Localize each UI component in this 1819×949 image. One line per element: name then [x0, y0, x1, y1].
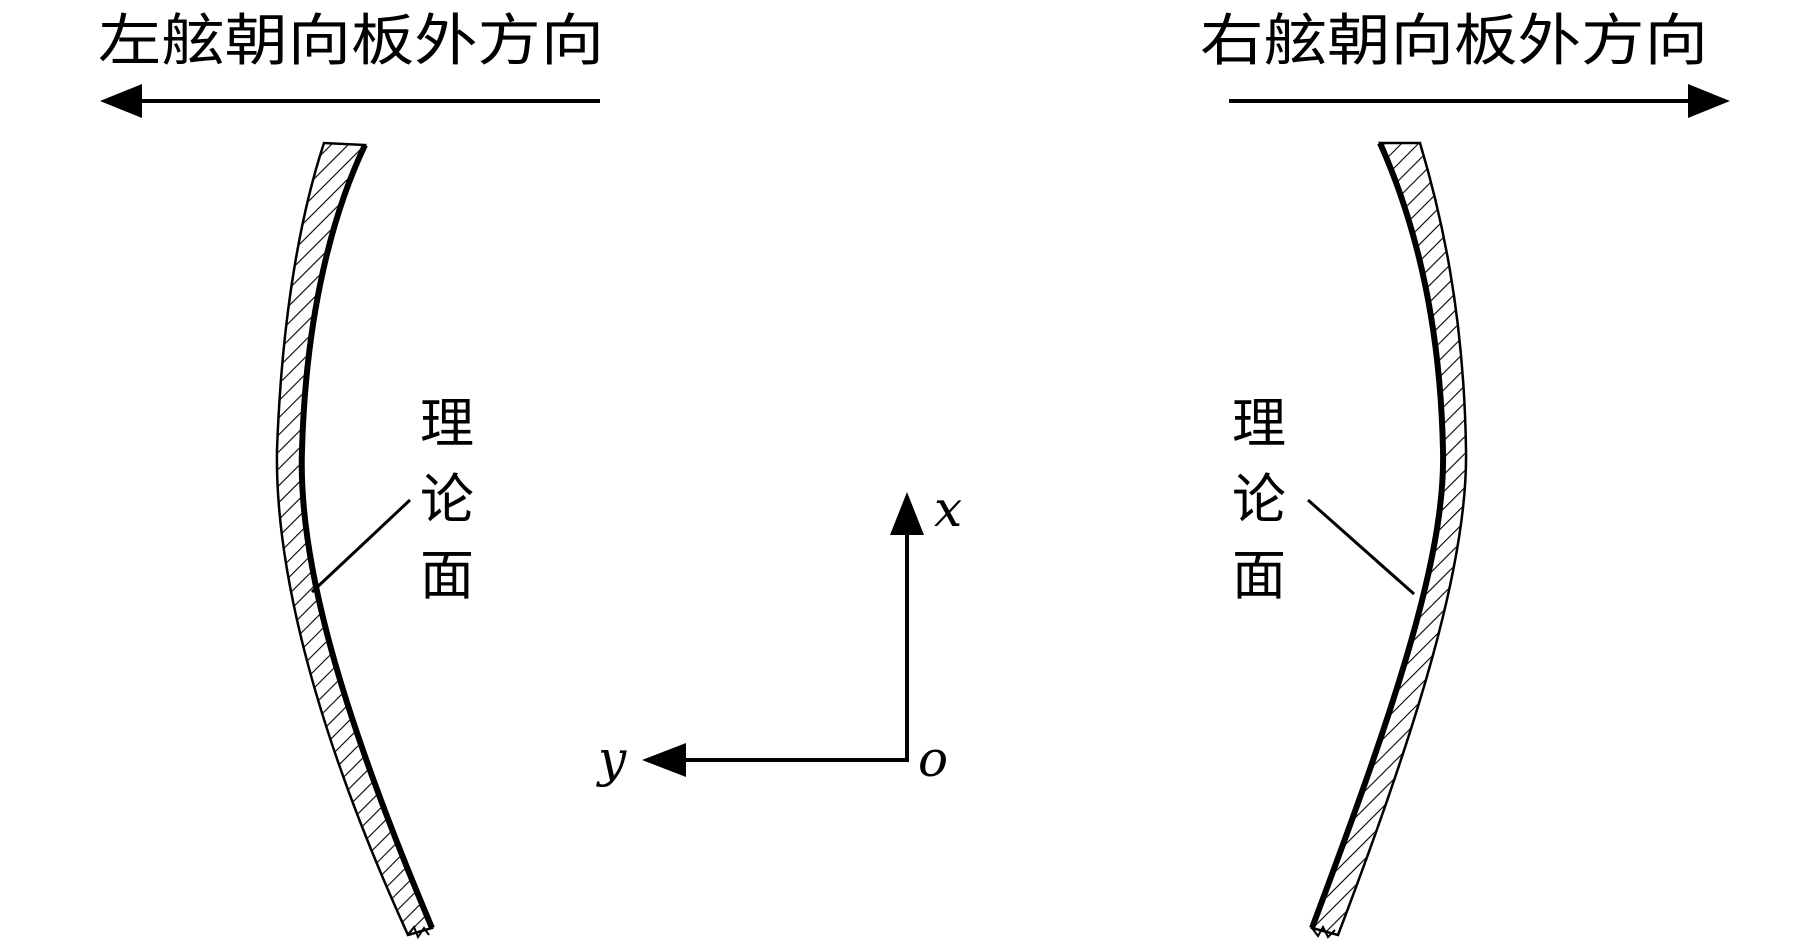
- left-hull-plate: [275, 141, 435, 940]
- left-theory-surface-line: [298, 143, 435, 930]
- y-axis-label: y: [596, 730, 627, 788]
- right-plate-break-edge: [1311, 924, 1336, 939]
- coordinate-axes: [642, 492, 924, 777]
- x-axis-label: x: [934, 480, 962, 538]
- right-leader-line: [1307, 498, 1415, 596]
- right-theory-surface-line: [1309, 141, 1447, 930]
- right-theory-char-1: 理: [1232, 392, 1286, 455]
- right-direction-arrow: [1229, 84, 1730, 118]
- left-direction-arrow: [100, 84, 600, 118]
- right-plate-hatched-section: [1310, 141, 1468, 937]
- left-plate-hatched-section: [275, 141, 434, 937]
- right-theory-surface-label: 理 论 面: [1232, 392, 1286, 607]
- left-theory-char-1: 理: [420, 392, 474, 455]
- right-direction-label: 右舷朝向板外方向: [1200, 9, 1708, 74]
- right-theory-char-2: 论: [1232, 468, 1286, 531]
- left-direction-label: 左舷朝向板外方向: [98, 9, 604, 74]
- origin-label: o: [918, 730, 948, 788]
- left-leader-line: [310, 498, 412, 594]
- left-plate-break-edge: [407, 924, 430, 940]
- left-theory-char-3: 面: [420, 544, 474, 607]
- x-axis-arrowhead: [890, 492, 924, 535]
- right-theory-char-3: 面: [1232, 544, 1286, 607]
- left-theory-surface-label: 理 论 面: [420, 392, 474, 607]
- left-theory-char-2: 论: [420, 468, 474, 531]
- y-axis-arrowhead: [642, 743, 686, 777]
- right-hull-plate: [1309, 141, 1468, 939]
